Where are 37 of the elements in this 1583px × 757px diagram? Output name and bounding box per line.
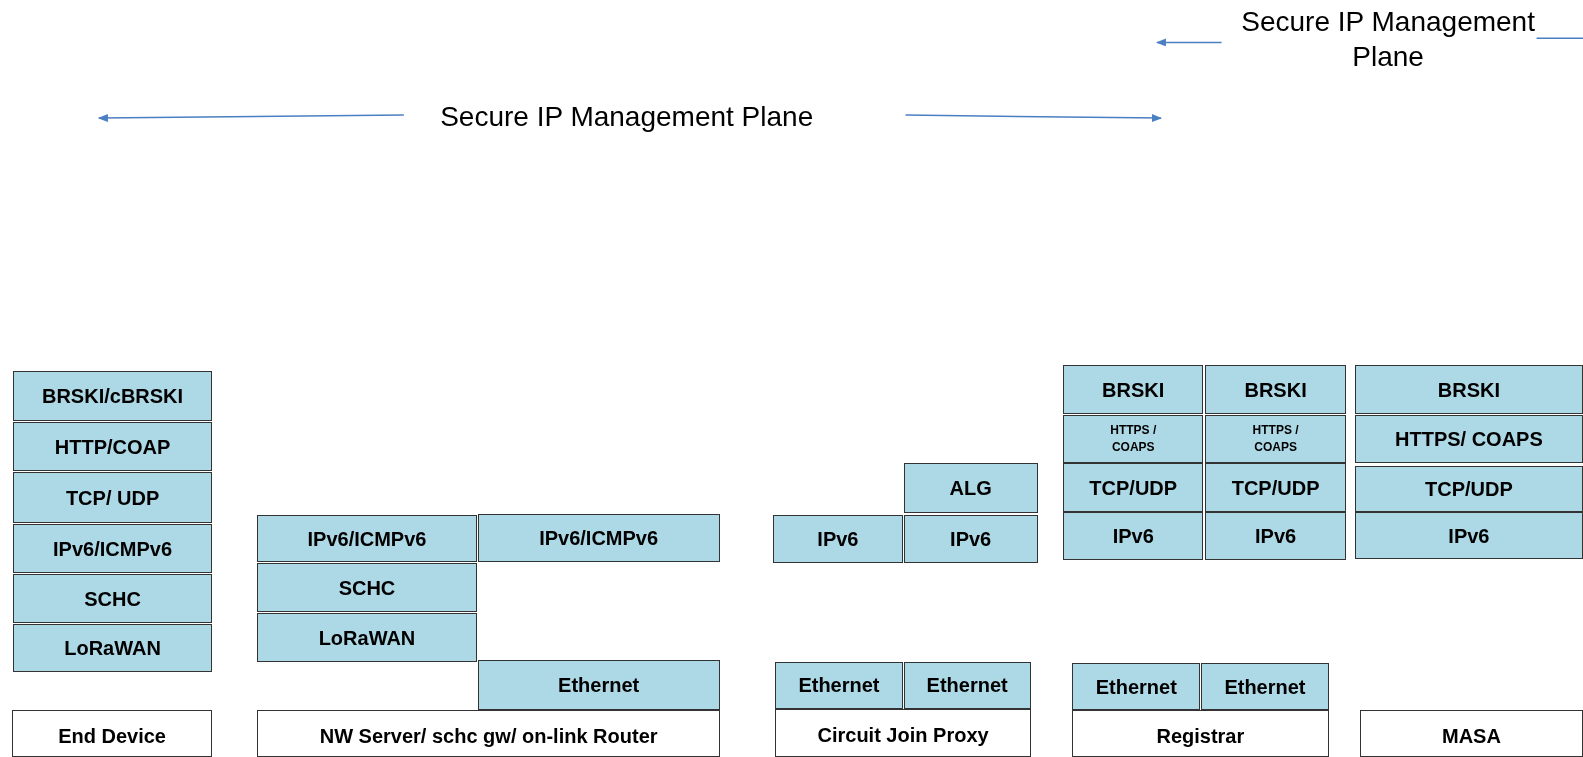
protocol-layer-box: TCP/ UDP xyxy=(13,472,212,523)
protocol-layer-box: IPv6 xyxy=(1063,511,1204,561)
protocol-layer-box: SCHC xyxy=(257,563,477,612)
protocol-layer-box: IPv6/ICMPv6 xyxy=(477,513,720,563)
protocol-layer-box: LoRaWAN xyxy=(257,612,477,663)
protocol-layer-box: IPv6 xyxy=(773,514,903,564)
plane-label: Secure IP Management Plane xyxy=(1240,5,1536,75)
protocol-layer-box: Ethernet xyxy=(477,660,720,710)
protocol-layer-box: SCHC xyxy=(13,574,212,623)
protocol-layer-box: Ethernet xyxy=(1072,663,1201,710)
protocol-layer-box: Ethernet xyxy=(1201,663,1329,710)
protocol-layer-box: TCP/UDP xyxy=(1063,463,1204,512)
device-box: Circuit Join Proxy xyxy=(775,708,1031,757)
protocol-layer-box: IPv6 xyxy=(903,514,1038,564)
device-box: Registrar xyxy=(1072,709,1329,757)
protocol-layer-box: HTTPS/ COAPS xyxy=(1354,414,1583,464)
protocol-layer-box: IPv6 xyxy=(1205,511,1346,561)
protocol-layer-box: Ethernet xyxy=(775,662,903,709)
protocol-layer-box: IPv6 xyxy=(1354,511,1583,560)
protocol-layer-box: Ethernet xyxy=(903,662,1031,709)
plane-label: Secure IP Management Plane xyxy=(440,99,814,134)
protocol-layer-box: HTTPS / COAPS xyxy=(1205,414,1346,464)
device-box: End Device xyxy=(12,709,212,757)
protocol-layer-box: BRSKI/cBRSKI xyxy=(13,370,212,421)
protocol-layer-box: LoRaWAN xyxy=(13,623,212,673)
device-box: NW Server/ schc gw/ on-link Router xyxy=(257,709,720,757)
protocol-layer-box: IPv6/ICMPv6 xyxy=(13,523,212,574)
protocol-layer-box: HTTPS / COAPS xyxy=(1063,414,1204,464)
protocol-layer-box: ALG xyxy=(903,463,1038,513)
protocol-layer-box: BRSKI xyxy=(1205,365,1346,414)
protocol-layer-box: TCP/UDP xyxy=(1354,466,1583,512)
protocol-layer-box: HTTP/COAP xyxy=(13,422,212,472)
protocol-layer-box: BRSKI xyxy=(1354,365,1583,414)
device-box: MASA xyxy=(1359,709,1583,757)
protocol-layer-box: IPv6/ICMPv6 xyxy=(257,514,477,563)
protocol-layer-box: TCP/UDP xyxy=(1205,463,1346,512)
protocol-layer-box: BRSKI xyxy=(1063,365,1204,414)
